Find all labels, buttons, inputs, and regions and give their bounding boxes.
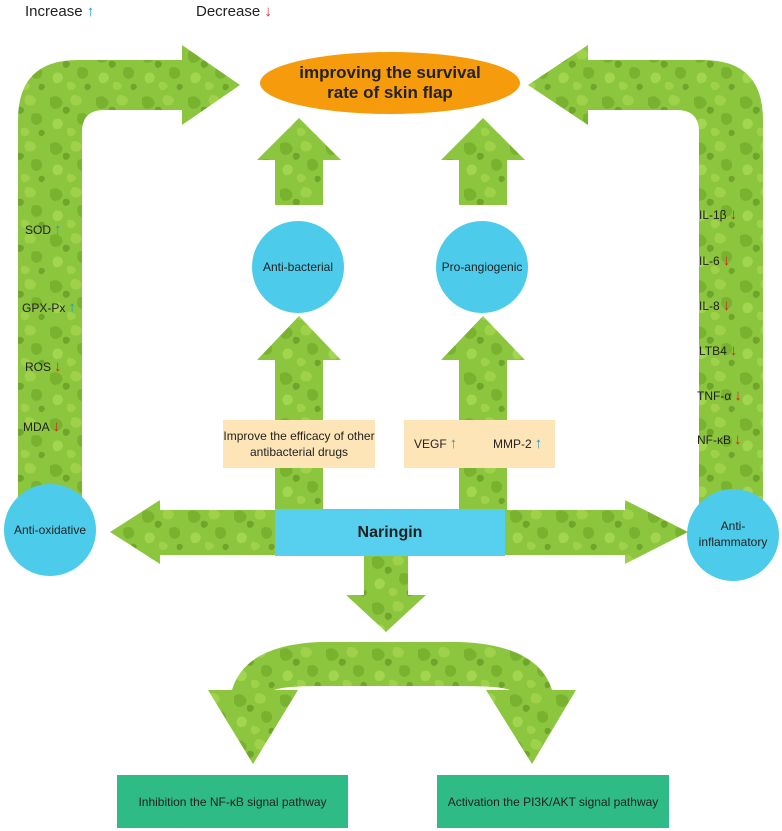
legend-decrease: Decrease ↓ <box>196 3 272 20</box>
legend-increase-label: Increase <box>25 3 83 20</box>
pro-angiogenic-up-arrow <box>441 118 525 205</box>
marker-gpx-px: GPX-Px ↑ <box>22 300 76 315</box>
mmp2-increase-icon: ↑ <box>534 435 543 452</box>
naringin-down-arrow <box>346 556 426 632</box>
naringin-box <box>275 509 505 556</box>
pathway-arc-arrow <box>208 642 576 764</box>
goal-ellipse <box>260 52 520 114</box>
decrease-arrow-icon: ↓ <box>264 3 272 20</box>
pro-angiogenic-circle <box>436 221 528 313</box>
vegf-marker: VEGF ↑ <box>414 436 457 451</box>
antibacterial-note-box <box>223 420 375 468</box>
legend-increase: Increase ↑ <box>25 3 94 20</box>
goal-text: improving the survival rate of skin flap <box>299 62 481 102</box>
anti-bacterial-label: Anti-bacterial <box>262 260 334 274</box>
marker-label: LTB4 <box>699 343 727 358</box>
marker-mda: MDA ↓ <box>23 419 60 434</box>
vegf-increase-icon: ↑ <box>449 435 458 452</box>
anti-bacterial-up-arrow <box>257 118 341 205</box>
marker-label: ROS <box>25 359 52 374</box>
marker-label: SOD <box>25 222 52 237</box>
nfkb-pathway-box <box>117 775 348 828</box>
decrease-arrow-icon: ↓ <box>54 358 62 375</box>
mmp2-marker: MMP-2 ↑ <box>493 436 542 451</box>
decrease-arrow-icon: ↓ <box>729 342 738 359</box>
anti-oxidative-circle <box>4 484 96 576</box>
decrease-arrow-icon: ↓ <box>722 297 731 314</box>
marker-label: IL-6 <box>699 253 720 268</box>
anti-oxidative-label: Anti-oxidative <box>13 523 87 537</box>
vegf-label: VEGF <box>414 436 447 451</box>
marker-nf-kb: NF-κB ↓ <box>697 432 742 447</box>
naringin-label: Naringin <box>357 523 423 541</box>
decrease-arrow-icon: ↓ <box>52 418 61 435</box>
increase-arrow-icon: ↑ <box>54 221 62 238</box>
mmp2-label: MMP-2 <box>493 436 532 451</box>
anti-bacterial-circle <box>252 221 344 313</box>
marker-il-6: IL-6 ↓ <box>699 253 730 268</box>
increase-arrow-icon: ↑ <box>86 3 95 20</box>
naringin-to-proangiogenic-arrow <box>441 316 525 510</box>
marker-il-8: IL-8 ↓ <box>699 298 730 313</box>
legend-decrease-label: Decrease <box>196 3 261 20</box>
nfkb-pathway-text: Inhibition the NF-κB signal pathway <box>138 794 327 809</box>
marker-label: IL-8 <box>699 298 720 313</box>
decrease-arrow-icon: ↓ <box>729 206 738 223</box>
marker-label: NF-κB <box>697 432 731 447</box>
marker-sod: SOD ↑ <box>25 222 62 237</box>
pi3k-pathway-text: Activation the PI3K/AKT signal pathway <box>447 794 659 809</box>
decrease-arrow-icon: ↓ <box>734 431 742 448</box>
marker-label: MDA <box>23 419 50 434</box>
naringin-to-antibacterial-arrow <box>257 316 341 510</box>
marker-ros: ROS ↓ <box>25 359 62 374</box>
decrease-arrow-icon: ↓ <box>734 387 742 404</box>
marker-label: TNF-α <box>697 388 732 403</box>
anti-inflammatory-arrow <box>528 45 763 505</box>
anti-oxidative-arrow <box>18 45 240 505</box>
anti-inflammatory-circle <box>687 489 779 581</box>
marker-tnf-a: TNF-α ↓ <box>697 388 742 403</box>
decrease-arrow-icon: ↓ <box>722 252 731 269</box>
marker-label: GPX-Px <box>22 300 66 315</box>
marker-il-1b: IL-1β ↓ <box>699 207 737 222</box>
marker-label: IL-1β <box>699 207 727 222</box>
marker-ltb4: LTB4 ↓ <box>699 343 737 358</box>
pro-angiogenic-label: Pro-angiogenic <box>441 260 523 274</box>
anti-inflammatory-label: Anti-inflammatory <box>698 519 768 549</box>
pi3k-pathway-box <box>437 775 669 828</box>
antibacterial-note-text: Improve the efficacy of other antibacter… <box>223 428 375 459</box>
angiogenic-note-box <box>404 420 555 468</box>
increase-arrow-icon: ↑ <box>68 299 76 316</box>
